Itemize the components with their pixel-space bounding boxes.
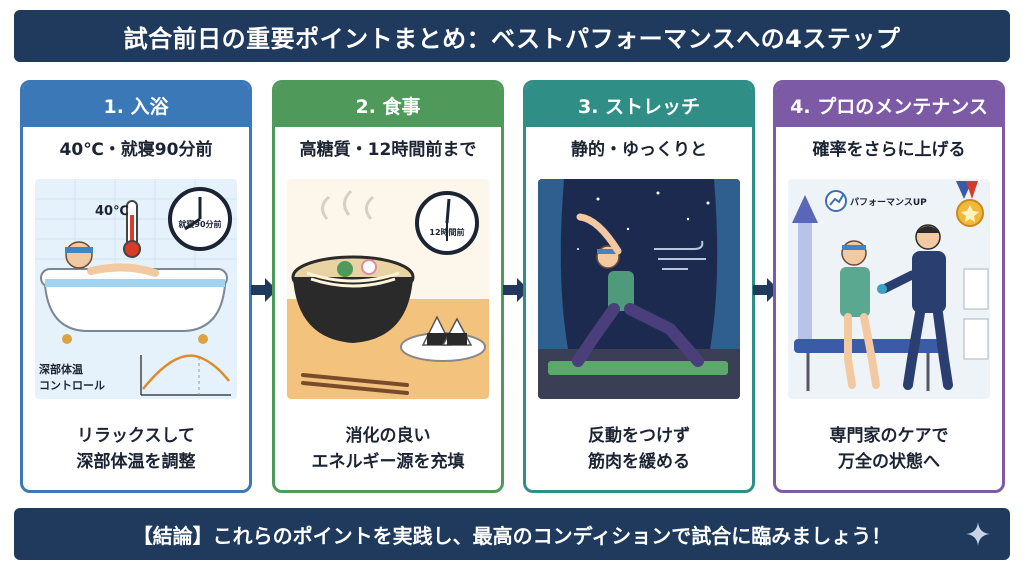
- title-bar: 試合前日の重要ポイントまとめ：ベストパフォーマンスへの4ステップ: [14, 10, 1010, 62]
- onigiri-plate: [400, 315, 486, 362]
- step-description: 専門家のケアで 万全の状態へ: [829, 426, 949, 472]
- graph-label-line1: 深部体温: [39, 362, 83, 376]
- step-card-maintenance: 4. プロのメンテナンス 確率をさらに上げる パフォーマンスUP: [773, 80, 1005, 493]
- conclusion-text: 【結論】これらのポイントを実践し、最高のコンディションで試合に臨みましょう！: [132, 523, 892, 548]
- arrow-right-icon: [251, 278, 277, 302]
- step-subtitle: 静的・ゆっくりと: [571, 139, 707, 160]
- trend-up-icon: [792, 195, 818, 349]
- bathtub: [40, 268, 228, 344]
- step-header: 1. 入浴: [23, 83, 249, 127]
- temp-graph: [140, 354, 231, 396]
- therapist: [877, 224, 953, 390]
- graph-label-line2: コントロール: [39, 379, 105, 392]
- step-description: 反動をつけず 筋肉を緩める: [588, 426, 690, 472]
- person-in-bath: [65, 241, 159, 277]
- sparkle-icon: [966, 522, 990, 546]
- step-subtitle: 確率をさらに上げる: [812, 139, 966, 160]
- performance-badge: [825, 190, 847, 212]
- wind-icon: [654, 240, 706, 270]
- step-subtitle: 40℃・就寝90分前: [59, 139, 213, 160]
- arrow-right-icon: [503, 278, 529, 302]
- clock-label: 12時間前: [429, 227, 464, 237]
- medal-icon: [956, 181, 984, 227]
- temp-label: 40℃: [95, 204, 129, 219]
- steam: [321, 189, 375, 220]
- stretch-illustration: [538, 179, 740, 399]
- bath-illustration: 40℃ 就寝90分前: [35, 179, 237, 399]
- chopsticks: [301, 373, 409, 395]
- step-header: 4. プロのメンテナンス: [776, 83, 1002, 127]
- thermometer-icon: [123, 200, 141, 258]
- clock-icon: [168, 187, 232, 251]
- step-card-bath: 1. 入浴 40℃・就寝90分前 40℃ 就寝90分前: [20, 80, 252, 493]
- step-header: 3. ストレッチ: [526, 83, 752, 127]
- arrow-right-icon: [753, 278, 779, 302]
- clock-label: 就寝90分前: [178, 219, 221, 229]
- maintenance-illustration: パフォーマンスUP: [788, 179, 990, 399]
- badge-label: パフォーマンスUP: [850, 196, 927, 208]
- step-header: 2. 食事: [275, 83, 501, 127]
- step-card-stretch: 3. ストレッチ 静的・ゆっくりと: [523, 80, 755, 493]
- conclusion-bar: 【結論】これらのポイントを実践し、最高のコンディションで試合に臨みましょう！: [14, 508, 1010, 560]
- athlete: [840, 240, 880, 389]
- page-title: 試合前日の重要ポイントまとめ：ベストパフォーマンスへの4ステップ: [123, 24, 901, 53]
- step-subtitle: 高糖質・12時間前まで: [299, 139, 477, 160]
- step-description: 消化の良い エネルギー源を充填: [311, 426, 465, 472]
- udon-bowl: [291, 255, 415, 343]
- meal-illustration: 12時間前: [287, 179, 489, 399]
- person-stretching: [572, 213, 704, 367]
- clock-icon: [415, 191, 479, 255]
- step-card-meal: 2. 食事 高糖質・12時間前まで 12時間前: [272, 80, 504, 493]
- step-description: リラックスして 深部体温を調整: [76, 426, 196, 472]
